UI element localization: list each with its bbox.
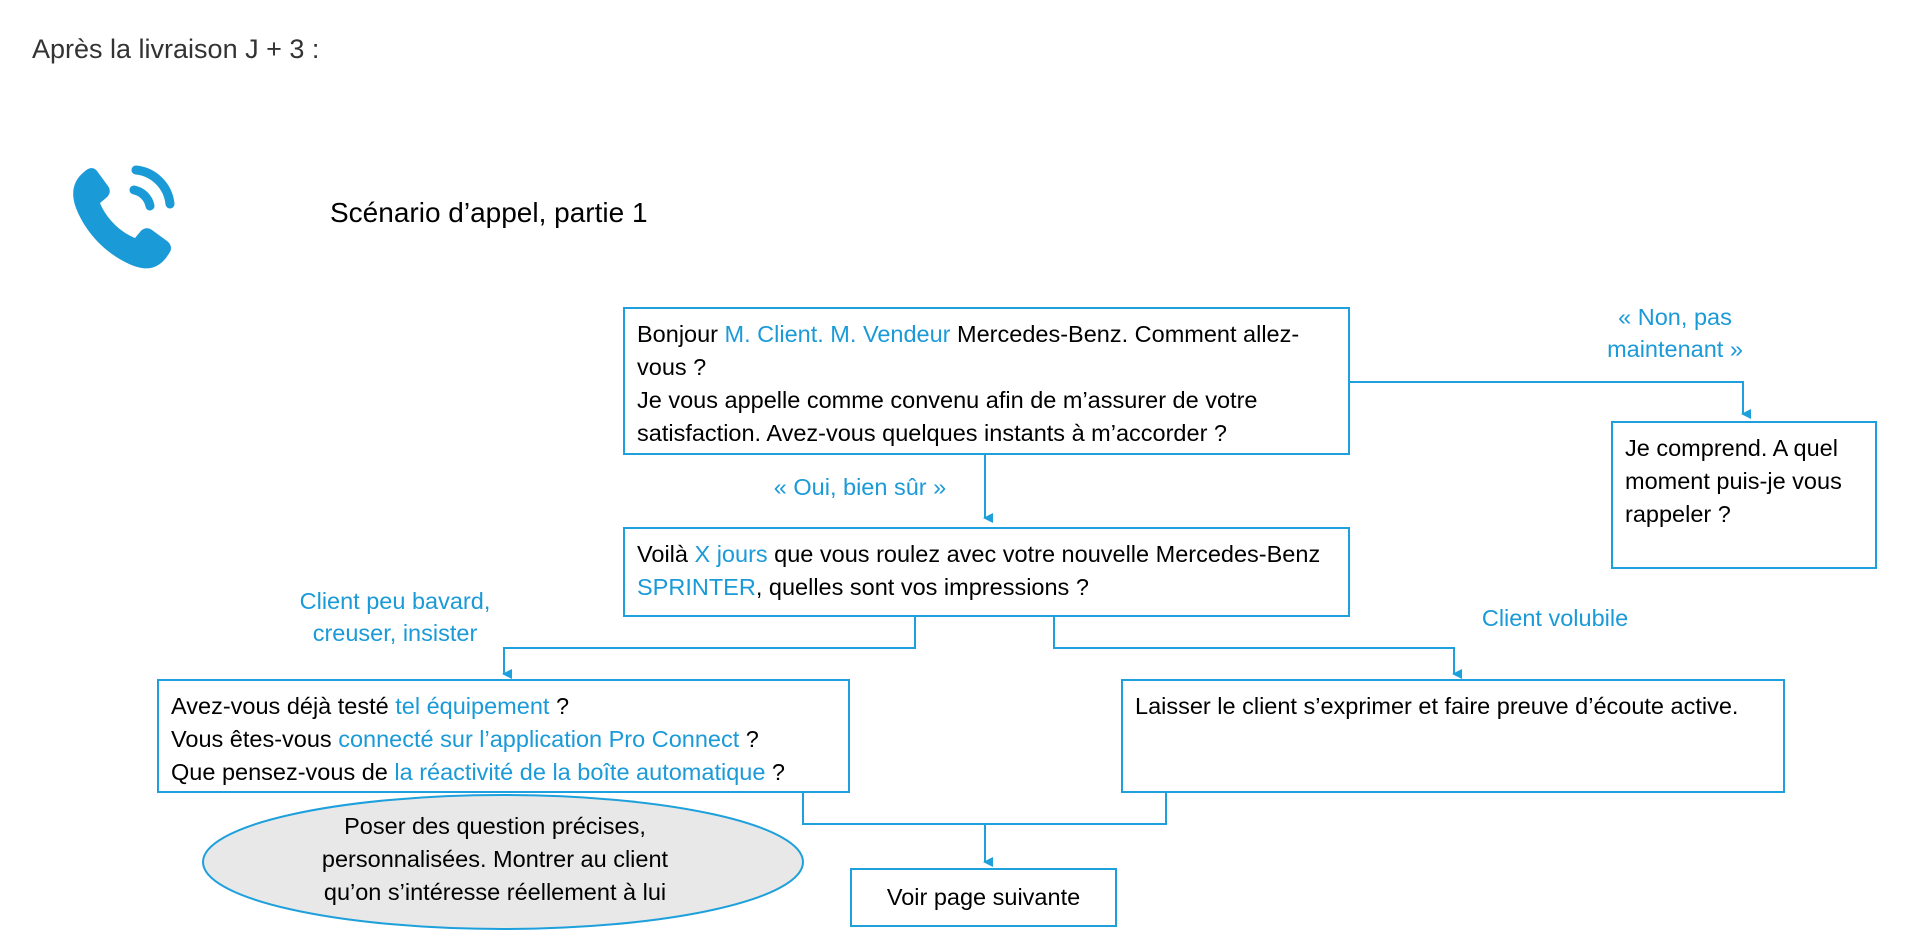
label-quiet-client: Client peu bavard, creuser, insister	[299, 588, 491, 646]
impressions-box: Voilà X jours que vous roulez avec votre…	[623, 527, 1350, 617]
callback-text: Je comprend. A quel moment puis-je vous …	[1625, 435, 1842, 527]
impressions-highlight-days: X jours	[694, 541, 768, 567]
question-1: Avez-vous déjà testé tel équipement ?	[171, 693, 570, 719]
label-talkative-client: Client volubile	[1481, 605, 1629, 631]
tip-line-3: qu’on s’intéresse réellement à lui	[323, 879, 667, 905]
greeting-highlight-names: M. Client. M. Vendeur	[724, 321, 951, 347]
tip-line-1: Poser des question précises,	[344, 813, 646, 839]
impressions-text-3: , quelles sont vos impressions ?	[755, 574, 1089, 600]
impressions-text-1: Voilà	[637, 541, 695, 567]
header-note: Après la livraison J + 3 :	[32, 34, 320, 64]
page-title: Scénario d’appel, partie 1	[330, 197, 648, 228]
impressions-highlight-model: SPRINTER	[637, 574, 756, 600]
greeting-text-1: Bonjour	[637, 321, 725, 347]
greeting-box: Bonjour M. Client. M. Vendeur Mercedes-B…	[623, 307, 1350, 455]
question-3: Que pensez-vous de la réactivité de la b…	[171, 759, 786, 785]
label-no-not-now: « Non, pas maintenant »	[1607, 304, 1743, 362]
listen-box: Laisser le client s’exprimer et faire pr…	[1121, 679, 1785, 793]
questions-box: Avez-vous déjà testé tel équipement ? Vo…	[157, 679, 850, 793]
callback-box: Je comprend. A quel moment puis-je vous …	[1611, 421, 1877, 569]
impressions-text-2: que vous roulez avec votre nouvelle Merc…	[767, 541, 1321, 567]
next-page-box: Voir page suivante	[850, 868, 1117, 927]
listen-text: Laisser le client s’exprimer et faire pr…	[1135, 693, 1739, 719]
phone-ringing-icon	[64, 146, 192, 274]
tip-ellipse	[202, 794, 804, 930]
greeting-text-3: Je vous appelle comme convenu afin de m’…	[637, 387, 1258, 446]
greeting-text-2: Mercedes-Benz. Comment allez-vous ?	[637, 321, 1300, 380]
tip-line-2: personnalisées. Montrer au client	[321, 846, 669, 872]
tip-text: Poser des question précises, personnalis…	[240, 810, 750, 909]
next-page-text: Voir page suivante	[886, 884, 1081, 910]
label-yes-of-course: « Oui, bien sûr »	[773, 474, 947, 500]
question-2: Vous êtes-vous connecté sur l’applicatio…	[171, 726, 759, 752]
